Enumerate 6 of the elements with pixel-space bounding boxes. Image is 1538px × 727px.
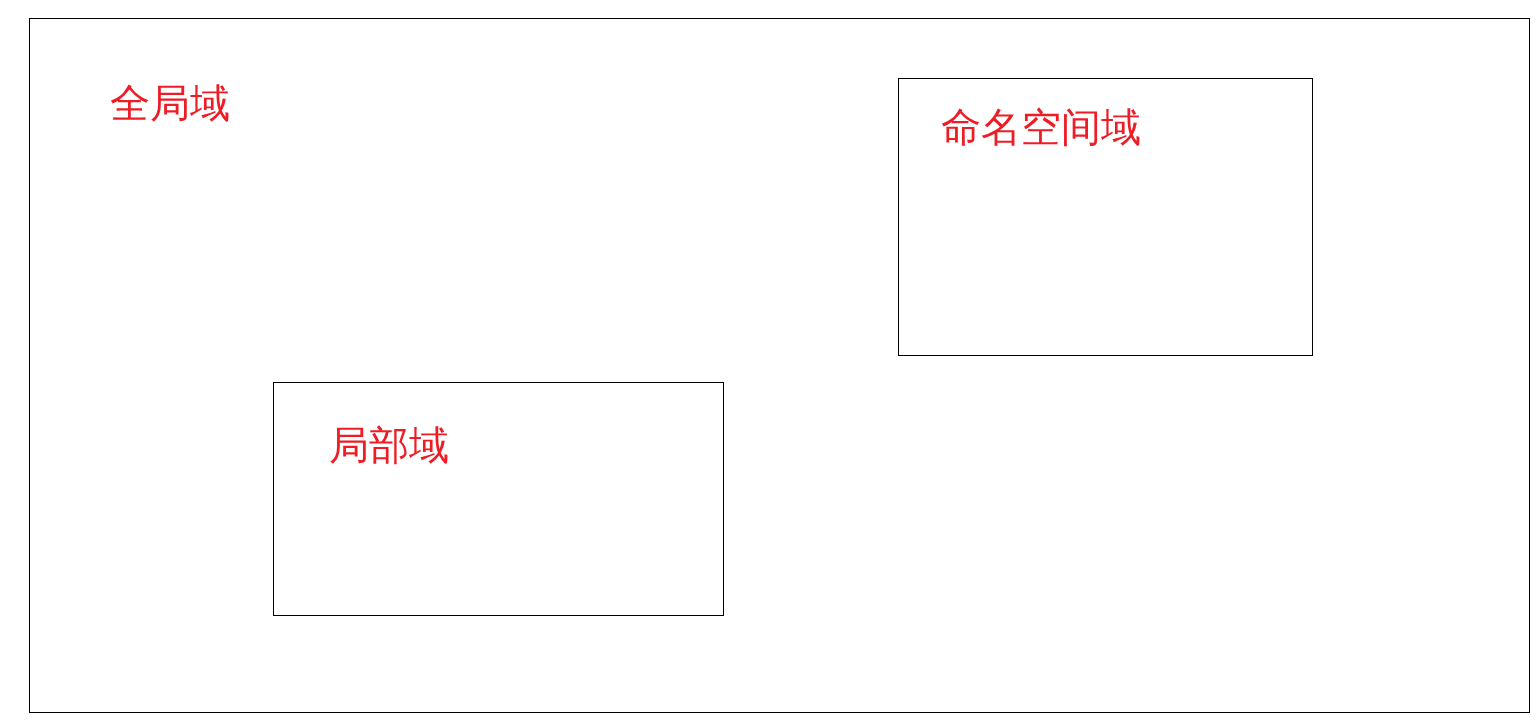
scope-label: 命名空间域: [941, 105, 1141, 149]
scope-box: [898, 78, 1313, 356]
scope-label: 全局域: [110, 81, 230, 125]
scope-box: [273, 382, 724, 616]
scope-box: [29, 18, 1530, 713]
scope-label: 局部域: [329, 423, 449, 467]
